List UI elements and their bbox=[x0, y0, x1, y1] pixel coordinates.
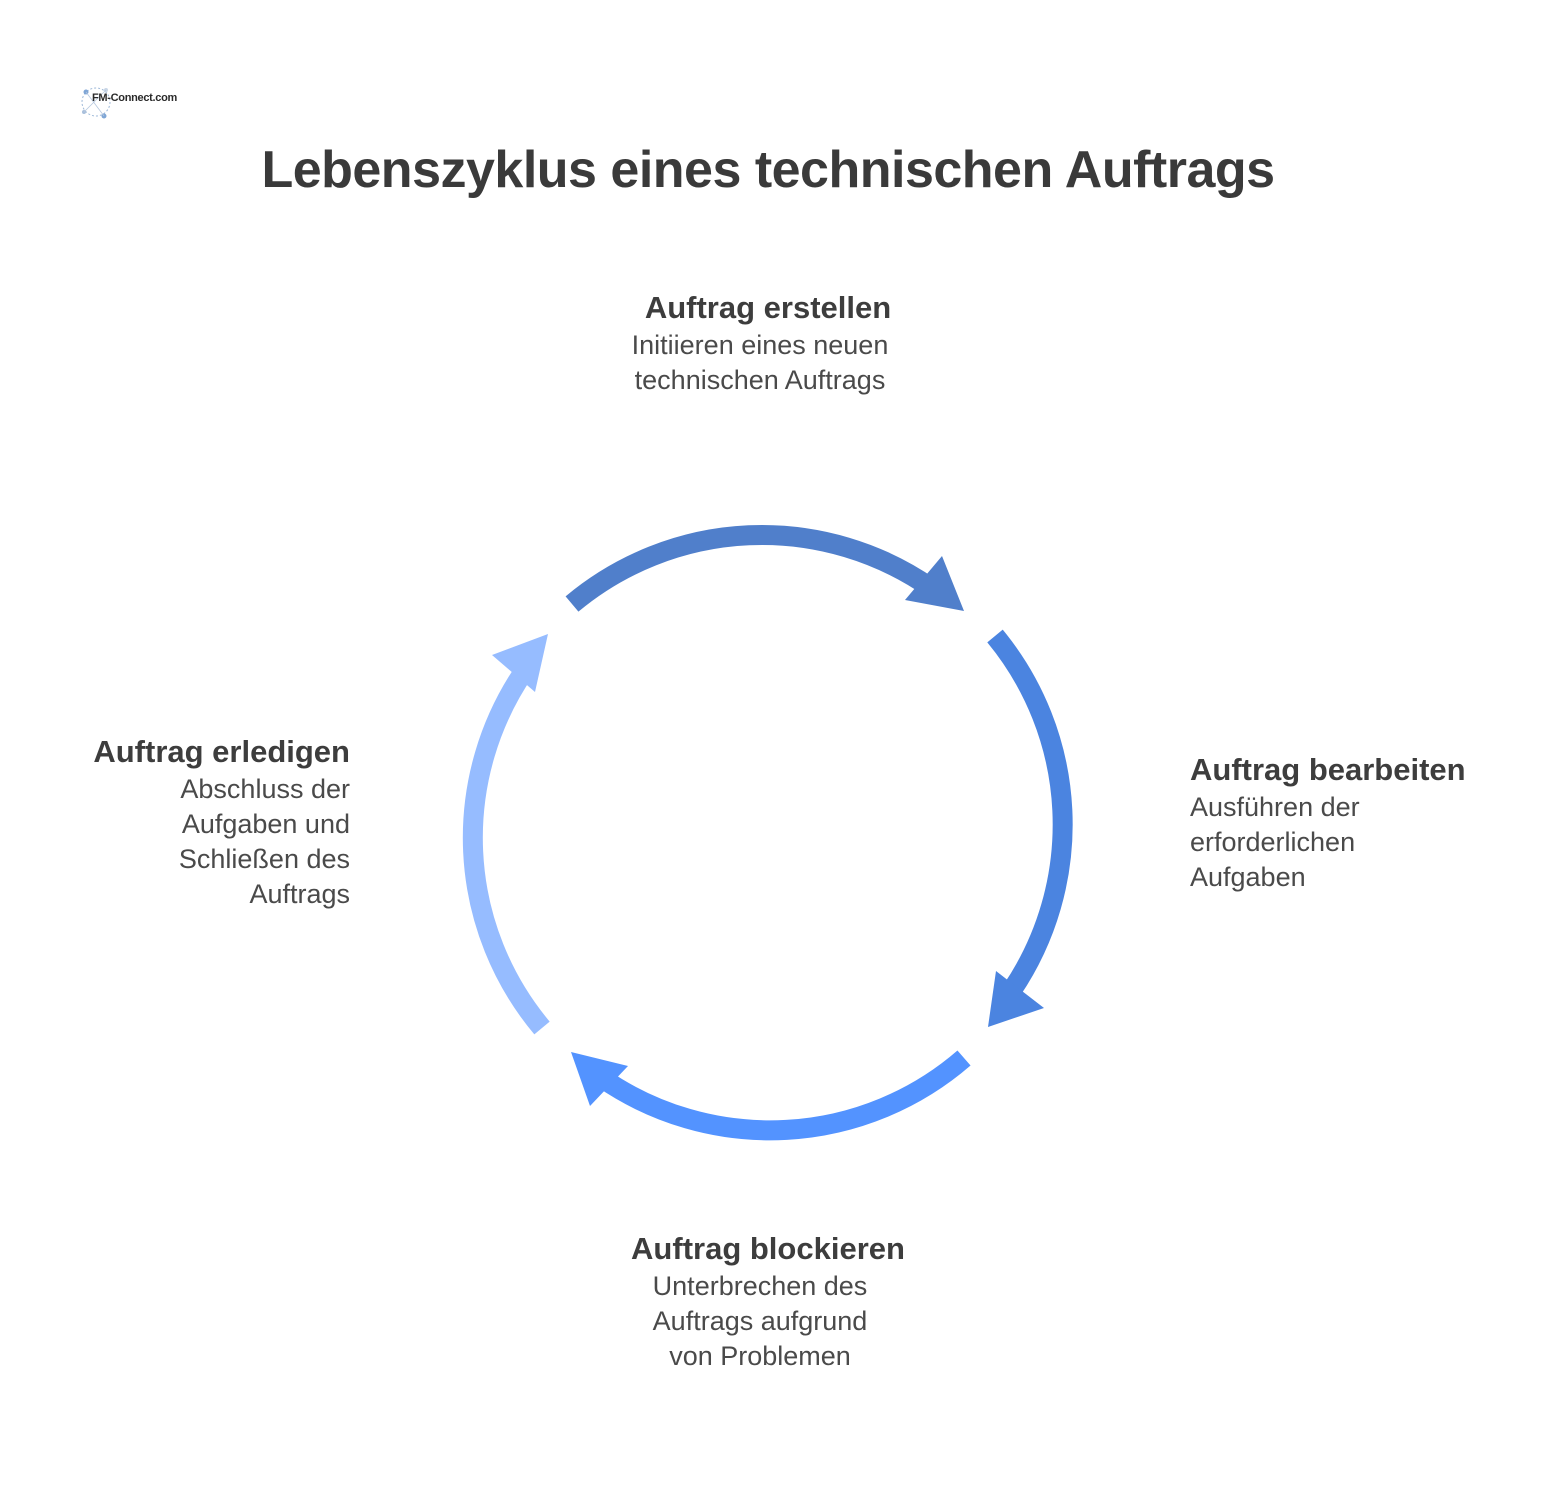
arrow-top-head bbox=[905, 556, 964, 611]
arrow-right bbox=[987, 629, 1073, 996]
arrow-left-head bbox=[492, 634, 548, 692]
step-process: Auftrag bearbeiten Ausführen der erforde… bbox=[1190, 752, 1520, 895]
step-complete-title: Auftrag erledigen bbox=[93, 734, 350, 769]
step-create: Auftrag erstellen Initiieren eines neuen… bbox=[568, 290, 968, 398]
step-block-description: Unterbrechen des Auftrags aufgrund von P… bbox=[652, 1271, 868, 1371]
step-block-title: Auftrag blockieren bbox=[631, 1231, 905, 1266]
fm-connect-logo: FM-Connect.com bbox=[78, 82, 177, 122]
step-block: Auftrag blockieren Unterbrechen des Auft… bbox=[568, 1231, 968, 1374]
arrow-bottom-head bbox=[571, 1052, 628, 1106]
fm-connect-logo-icon bbox=[81, 87, 111, 119]
step-create-title: Auftrag erstellen bbox=[644, 290, 892, 325]
step-complete-description: Abschluss der Aufgaben und Schließen des… bbox=[178, 774, 350, 909]
step-process-description: Ausführen der erforderlichen Aufgaben bbox=[1190, 792, 1360, 892]
logo-text: FM-Connect.com bbox=[92, 92, 178, 104]
arrow-left bbox=[462, 664, 550, 1035]
arrow-bottom bbox=[596, 1050, 971, 1141]
arrow-top bbox=[565, 525, 937, 612]
step-process-title: Auftrag bearbeiten bbox=[1190, 752, 1466, 787]
step-create-description: Initiieren eines neuen technischen Auftr… bbox=[631, 330, 889, 395]
page-title: Lebenszyklus eines technischen Auftrags bbox=[261, 141, 1275, 199]
step-complete: Auftrag erledigen Abschluss der Aufgaben… bbox=[20, 734, 350, 912]
arrow-right-head bbox=[988, 971, 1044, 1027]
